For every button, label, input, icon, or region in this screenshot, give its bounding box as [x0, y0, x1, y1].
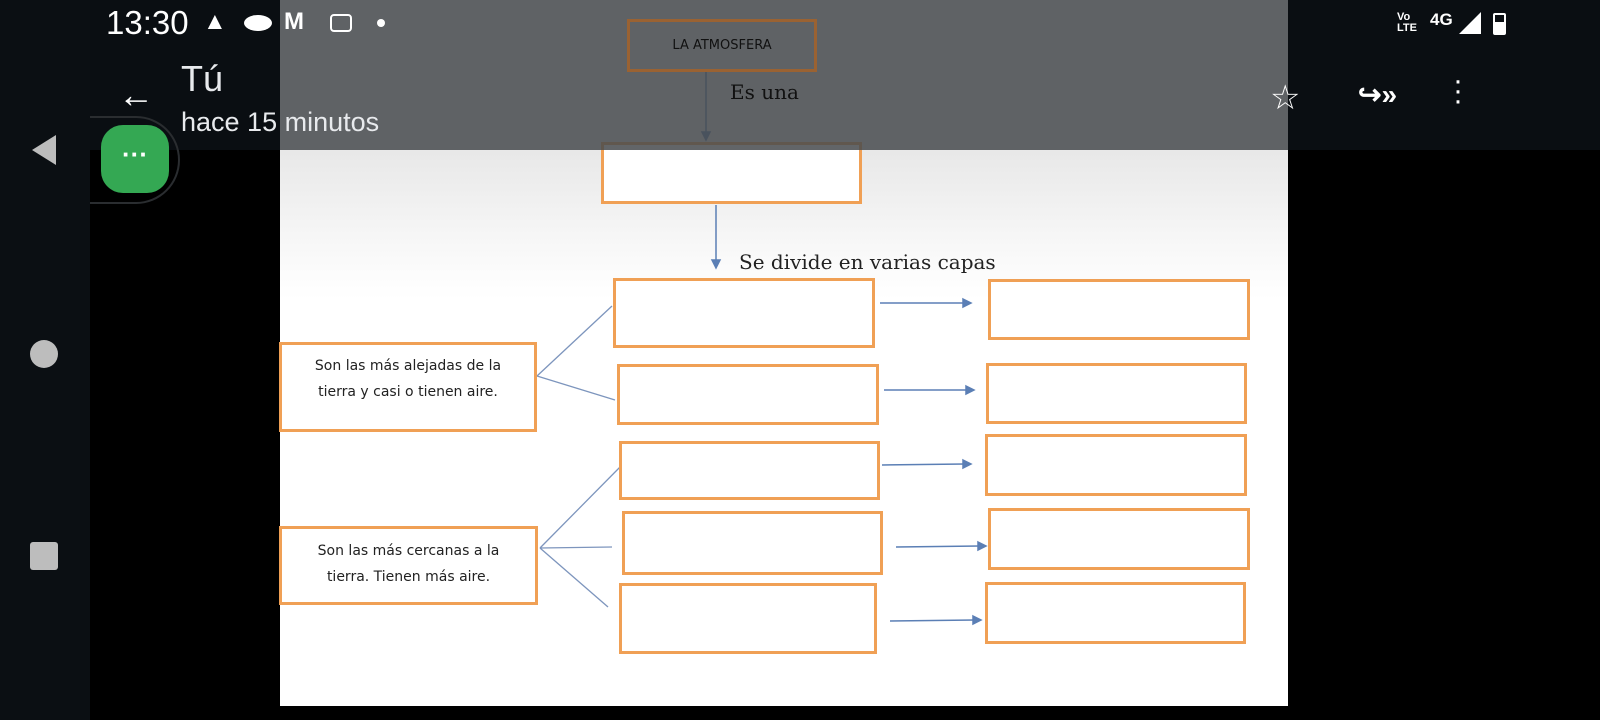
- battery-icon: [1493, 13, 1506, 35]
- app-notification-icon: [244, 15, 272, 31]
- message-icon: [330, 14, 352, 32]
- fab-bubble-frame: [90, 116, 180, 204]
- signal-icon: [1459, 12, 1481, 34]
- near-layers-box: Son las más cercanas a la tierra. Tienen…: [279, 526, 538, 605]
- blank-box: [985, 582, 1246, 644]
- forward-icon[interactable]: ↪»: [1358, 79, 1398, 110]
- header-overlay: [280, 0, 1288, 150]
- timestamp: hace 15 minutos: [181, 107, 380, 137]
- chat-bubble-button[interactable]: ···: [101, 125, 169, 193]
- gmail-icon: M: [284, 8, 304, 35]
- clock: 13:30: [106, 4, 189, 41]
- title-text: LA ATMOSFERA: [672, 37, 772, 53]
- blank-box: [619, 583, 877, 654]
- title-box: LA ATMOSFERA: [627, 19, 817, 72]
- blank-box: [617, 364, 879, 425]
- volte-icon: Vo LTE: [1397, 11, 1417, 34]
- back-arrow-icon[interactable]: ←: [118, 74, 154, 115]
- blank-box: [619, 441, 880, 500]
- network-type: 4G: [1430, 10, 1453, 29]
- system-nav-bar: [0, 0, 90, 720]
- star-icon[interactable]: ☆: [1270, 79, 1301, 117]
- blank-box: [988, 279, 1250, 340]
- link-label-es-una: Es una: [730, 80, 799, 104]
- blank-box: [988, 508, 1250, 570]
- more-notifications-dot: [377, 19, 385, 27]
- recents-nav-icon[interactable]: [30, 542, 58, 570]
- blank-box: [986, 363, 1247, 424]
- blank-box: [601, 142, 862, 204]
- link-label-capas: Se divide en varias capas: [739, 250, 996, 274]
- blank-box: [622, 511, 883, 575]
- home-nav-icon[interactable]: [30, 340, 58, 368]
- blank-box: [985, 434, 1247, 496]
- blank-box: [613, 278, 875, 348]
- alert-icon: ▲: [203, 8, 227, 35]
- far-layers-box: Son las más alejadas de la tierra y casi…: [279, 342, 537, 432]
- back-nav-icon[interactable]: [30, 133, 58, 167]
- more-options-icon[interactable]: ···: [1453, 64, 1463, 117]
- diagram-connectors: [536, 72, 988, 626]
- sender-name: Tú: [181, 58, 224, 99]
